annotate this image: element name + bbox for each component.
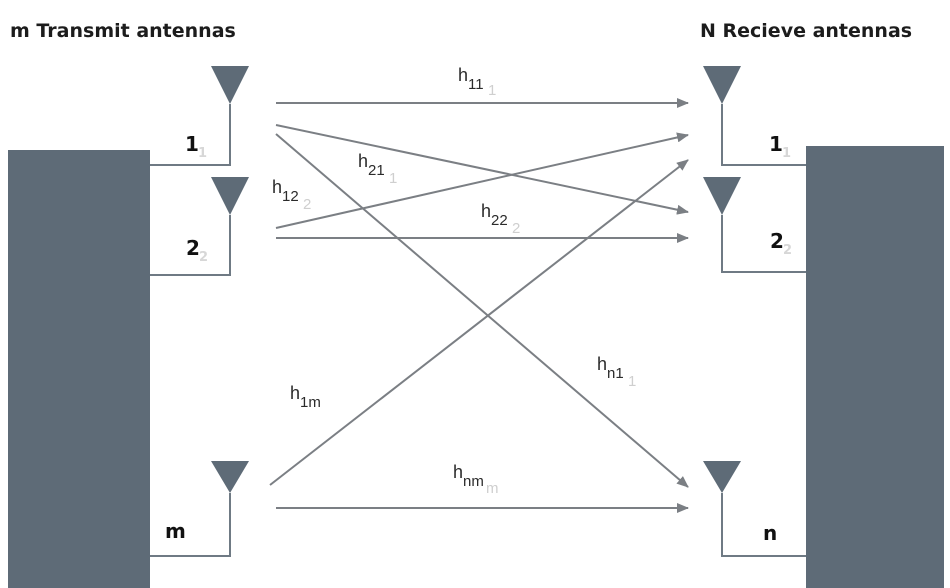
receive-header: N Recieve antennas [700,20,912,42]
channel-label-hnm: h nm m [453,462,499,497]
rxn-antenna-icon [703,461,741,493]
rx-wires [721,104,806,557]
channel-label-h22: h 22 2 [481,201,520,237]
rx2-label: 2 [770,229,784,253]
transmit-header: m Transmit antennas [10,20,236,42]
arrow-h12 [275,132,689,229]
svg-text:21: 21 [368,162,385,179]
arrow-h21 [275,124,689,215]
receiver-block [806,146,944,588]
rx1-wire [721,104,806,166]
tx1-antenna-icon [211,66,249,104]
rx2-wire [721,215,806,273]
txm-antenna-icon [211,461,249,493]
svg-text:2: 2 [303,196,311,213]
tx1-wire [150,104,231,166]
svg-text:h: h [272,177,282,197]
channel-label-h21: h 21 1 [358,151,397,187]
svg-text:m: m [486,480,499,497]
svg-text:1: 1 [488,82,496,99]
transmitter-block [8,150,150,588]
svg-text:12: 12 [282,188,299,205]
svg-text:h: h [453,462,463,482]
svg-text:nm: nm [463,473,484,490]
svg-text:h: h [290,383,300,403]
rxn-label: n [763,521,777,545]
rx2-sublabel: 2 [783,243,792,258]
txm-wire [150,493,231,557]
svg-text:h: h [481,201,491,221]
svg-text:h: h [458,65,468,85]
channel-label-hn1: h n1 1 [597,354,636,390]
rx1-antenna-icon [703,66,741,104]
svg-text:n1: n1 [607,365,624,382]
tx2-label: 2 [186,236,200,260]
tx2-antenna-icon [211,177,249,215]
svg-text:1: 1 [628,373,636,390]
svg-text:22: 22 [491,212,508,229]
rx1-label: 1 [769,132,783,156]
rx1-sublabel: 1 [782,146,791,161]
channel-label-h1m: h 1m [290,383,321,411]
tx1-sublabel: 1 [198,146,207,161]
svg-text:11: 11 [468,76,484,93]
tx2-wire [150,215,231,276]
rxn-wire [721,493,806,557]
channel-label-h12: h 12 2 [272,177,311,213]
svg-text:1m: 1m [300,394,321,411]
arrow-hn1 [275,133,689,488]
svg-text:2: 2 [512,220,520,237]
tx-wires [150,104,231,557]
svg-text:h: h [597,354,607,374]
channel-label-h11: h 11 1 [458,65,496,99]
rx2-antenna-icon [703,177,741,215]
arrow-h1m [269,159,689,486]
svg-text:1: 1 [389,170,397,187]
txm-label: m [165,519,186,543]
svg-text:h: h [358,151,368,171]
tx2-sublabel: 2 [199,250,208,265]
tx1-label: 1 [185,132,199,156]
